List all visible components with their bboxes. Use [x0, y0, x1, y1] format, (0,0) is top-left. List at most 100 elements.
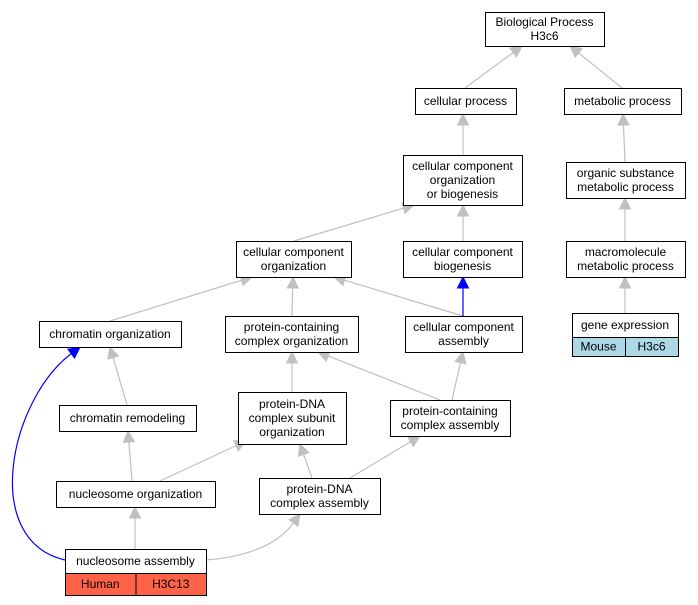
- edge-arrowhead: [456, 275, 470, 289]
- edge-nucleosome_assembly-to-chromatin_org: [11, 353, 72, 561]
- node-label: complex assembly: [401, 418, 500, 432]
- edge-arrowhead: [286, 275, 300, 289]
- node-label: macromolecule: [585, 245, 667, 259]
- node-label: organization: [261, 259, 326, 273]
- node-label: protein-DNA: [286, 482, 352, 496]
- edge-cca-to-cco: [344, 279, 464, 317]
- edge-metabolic_process-to-bp: [578, 52, 623, 89]
- edge-cellular_process-to-bp: [464, 52, 514, 89]
- edge-pdna_assembly-to-pdna_subunit: [303, 454, 313, 479]
- node-label: complex subunit: [249, 411, 336, 425]
- node-label: protein-containing: [244, 320, 339, 334]
- node-label: organic substance: [577, 166, 675, 180]
- node-label: organization: [430, 173, 495, 187]
- edge-organic_substance-to-metabolic_process: [622, 124, 626, 163]
- node-label: cellular component: [412, 245, 513, 259]
- edge-pc_assembly-to-cca: [451, 362, 462, 401]
- edge-nucleosome_org-to-chromatin_remodeling: [128, 441, 133, 482]
- edge-arrowhead: [617, 112, 630, 126]
- node-label: cellular process: [424, 94, 507, 108]
- node-box: [564, 88, 682, 115]
- node-label: protein-containing: [402, 404, 497, 418]
- node-metabolic-process[interactable]: metabolic process: [564, 88, 682, 115]
- node-box: [259, 478, 381, 515]
- edge-arrowhead: [297, 442, 310, 457]
- gene-cell: [135, 573, 207, 596]
- edge-chromatin_org-to-cco: [109, 279, 242, 322]
- node-box: [403, 155, 523, 206]
- node-box: [390, 400, 511, 437]
- edge-chromatin_remodeling-to-chromatin_org: [112, 357, 128, 406]
- node-label: H3c6: [530, 29, 558, 43]
- node-box: [566, 241, 686, 278]
- node-label: organization: [259, 425, 324, 439]
- edge-arrowhead: [454, 350, 467, 365]
- node-box: [59, 405, 197, 432]
- node-box: [566, 162, 686, 199]
- edge-arrowhead: [67, 346, 81, 359]
- edge-arrowhead: [456, 203, 470, 217]
- node-chromatin-remodeling[interactable]: chromatin remodeling: [59, 405, 197, 432]
- node-label: gene expression: [581, 318, 669, 332]
- node-label: chromatin organization: [49, 327, 170, 341]
- node-label: biogenesis: [434, 259, 491, 273]
- node-box: [236, 241, 352, 278]
- node-label: cellular component: [413, 320, 514, 334]
- node-label: metabolic process: [574, 94, 671, 108]
- node-chromatin-org[interactable]: chromatin organization: [39, 321, 182, 348]
- edge-nucleosome_org-to-pdna_subunit: [159, 445, 237, 482]
- node-nucleosome-org[interactable]: nucleosome organization: [56, 481, 216, 508]
- gene-label: H3C13: [152, 577, 190, 591]
- node-label: cellular component: [243, 245, 344, 259]
- node-label: Biological Process: [495, 15, 593, 29]
- edge-arrowhead: [285, 350, 299, 364]
- node-box: [65, 549, 207, 574]
- edge-arrowhead: [128, 505, 142, 519]
- node-label: cellular component: [412, 159, 513, 173]
- node-label: or biogenesis: [427, 187, 498, 201]
- gene-cell: [625, 337, 679, 357]
- node-label: chromatin remodeling: [70, 411, 185, 425]
- node-label: protein-DNA: [259, 397, 325, 411]
- edge-arrowhead: [406, 435, 421, 448]
- edge-arrowhead: [456, 112, 470, 126]
- edge-pc_assembly-to-pcco: [328, 355, 441, 401]
- node-box: [405, 316, 523, 353]
- node-box: [39, 321, 182, 348]
- node-box: [485, 12, 605, 47]
- node-label: assembly: [438, 334, 489, 348]
- node-box: [225, 316, 359, 353]
- species-label: Mouse: [580, 340, 616, 354]
- node-box: [572, 313, 679, 338]
- edge-cco-to-ccob: [293, 207, 404, 242]
- edge-arrowhead: [107, 345, 120, 360]
- edge-arrowhead: [618, 196, 632, 210]
- species-label: Human: [81, 577, 120, 591]
- node-label: nucleosome organization: [69, 487, 202, 501]
- node-label: metabolic process: [577, 259, 674, 273]
- edge-pcco-to-cco: [291, 287, 294, 317]
- node-box: [415, 88, 517, 115]
- node-label: metabolic process: [577, 180, 674, 194]
- node-box: [403, 241, 523, 278]
- node-cellular-process[interactable]: cellular process: [415, 88, 517, 115]
- edge-arrowhead: [122, 429, 136, 443]
- node-box: [56, 481, 216, 508]
- gene-label: H3c6: [637, 340, 665, 354]
- edge-nucleosome_assembly-to-pdna_assembly: [205, 522, 294, 561]
